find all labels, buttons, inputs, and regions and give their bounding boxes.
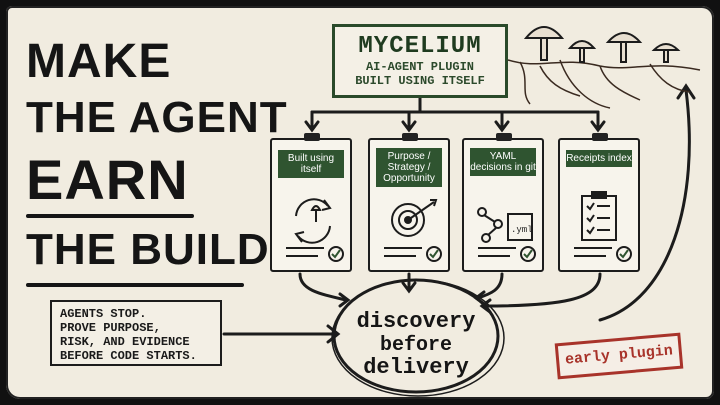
card-label: Purpose / Strategy / Opportunity	[376, 148, 442, 187]
headline-line-2: THE AGENT	[26, 93, 288, 142]
headline-underline-1	[26, 214, 194, 218]
mushroom-cluster-icon	[523, 26, 681, 63]
note-line-3: RISK, AND EVIDENCE	[60, 335, 190, 349]
tagline-line-2: BUILT USING ITSELF	[355, 74, 485, 88]
title-box: MYCELIUM AI-AGENT PLUGIN BUILT USING ITS…	[332, 24, 508, 98]
card-receipts-index: Receipts index	[558, 133, 640, 272]
card-label: Built using itself	[278, 150, 344, 178]
note-box: AGENTS STOP. PROVE PURPOSE, RISK, AND EV…	[50, 300, 222, 366]
note-line-2: PROVE PURPOSE,	[60, 321, 161, 335]
center-text-line-2: before	[379, 334, 452, 357]
center-text-line-3: delivery	[363, 355, 469, 380]
card-label: YAML decisions in git	[470, 148, 536, 176]
headline-line-1: MAKE	[26, 35, 172, 88]
card-label: Receipts index	[566, 150, 632, 167]
clipboard-clip	[496, 133, 512, 141]
headline-line-3: EARN	[26, 148, 189, 211]
target-arrow-icon	[384, 199, 442, 262]
git-branch-yml-icon: .yml	[477, 207, 536, 262]
clipboard-clip	[592, 133, 608, 141]
card-yaml-decisions: YAML decisions in git .yml	[462, 133, 544, 272]
center-text-line-1: discovery	[356, 309, 476, 334]
note-line-4: BEFORE CODE STARTS.	[60, 349, 197, 363]
card-built-using-itself: Built using itself	[270, 133, 352, 272]
note-line-1: AGENTS STOP.	[60, 307, 147, 321]
clipboard-clip	[304, 133, 320, 141]
headline-line-4: THE BUILD	[26, 225, 270, 274]
headline-underline-2	[26, 283, 244, 287]
brand-title: MYCELIUM	[358, 33, 482, 60]
yml-file-label: .yml	[511, 225, 533, 235]
clipboard-checklist-icon	[574, 191, 632, 262]
card-purpose-strategy: Purpose / Strategy / Opportunity	[368, 133, 450, 272]
clipboard-clip	[402, 133, 418, 141]
tagline-line-1: AI-AGENT PLUGIN	[365, 60, 475, 74]
cycle-mushroom-icon	[286, 198, 344, 262]
